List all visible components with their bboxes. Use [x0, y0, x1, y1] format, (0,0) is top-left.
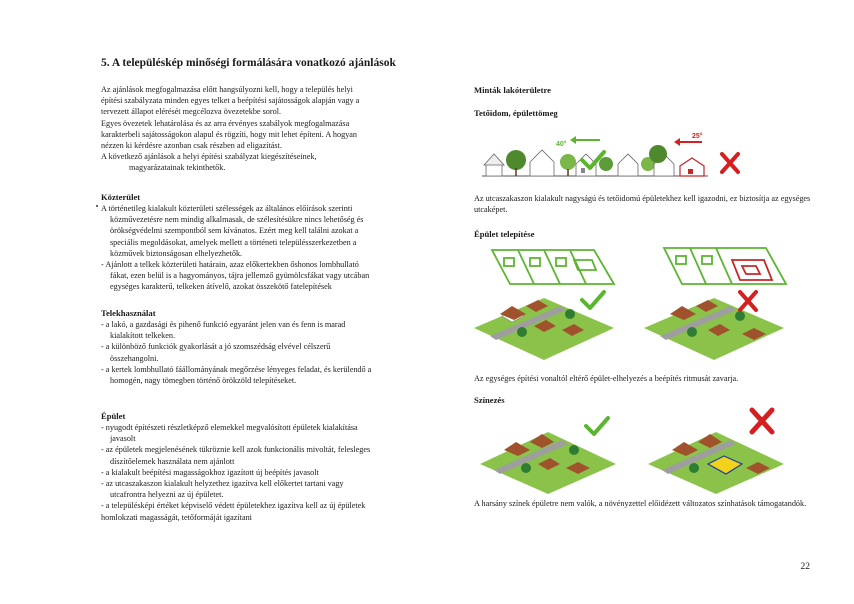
list-item: - nyugodt építészeti részletképző elemek… [101, 423, 358, 444]
list-item: A történetileg kialakult közterületi szé… [101, 204, 364, 258]
placement-illustration [474, 247, 788, 360]
roof-bad-street [614, 138, 708, 177]
cross-icon [738, 290, 758, 312]
plan-bad [662, 247, 788, 285]
section-title: Közterület [101, 192, 141, 202]
section-kozterulet: Közterület A történetileg kialakult közt… [101, 191, 451, 293]
roof-angle-bad: 25° [692, 132, 703, 140]
tree-icon [506, 150, 526, 170]
tree-icon [641, 157, 655, 171]
cross-icon [720, 152, 740, 174]
plan-good [490, 249, 616, 285]
section-telekhasznalat: Telekhasználat - a lakó, a gazdasági és … [101, 307, 451, 386]
tree-icon [560, 154, 576, 170]
check-icon [584, 416, 610, 436]
list-item: - Ajánlott a telkek közterületi határain… [101, 260, 370, 292]
tree-icon [649, 145, 667, 163]
cross-icon [749, 407, 775, 435]
color-good-3d [480, 432, 616, 494]
section-title: Épület [101, 411, 126, 421]
examples-title: Minták lakóterületre [474, 85, 551, 95]
check-icon [580, 290, 606, 310]
placement-caption: Az egységes építési vonaltól eltérő épül… [474, 374, 739, 383]
roof-title: Tetőidom, épülettömeg [474, 108, 558, 118]
color-title: Színezés [474, 395, 505, 405]
list-item: - az épületek megjelenésének tükröznie k… [101, 445, 371, 466]
bullet-dot [96, 205, 98, 207]
color-illustration [480, 407, 784, 494]
tree-icon [599, 157, 613, 171]
section-title: Telekhasználat [101, 308, 156, 318]
roof-angle-good: 40° [556, 140, 567, 148]
list-item: - a kialakult beépítési magasságokhoz ig… [101, 467, 319, 477]
list-item: - az utcaszakaszon kialakult helyzethez … [101, 479, 344, 500]
list-item: - a különböző funkciók gyakorlását a jó … [101, 342, 331, 363]
intro-paragraph: Az ajánlások megfogalmazása előtt hangsú… [101, 85, 360, 173]
page-heading: 5. A településkép minőségi formálására v… [101, 57, 396, 69]
color-caption: A harsány színek épületre nem valók, a n… [474, 499, 807, 508]
placement-title: Épület telepítése [474, 229, 535, 239]
color-bad-3d [648, 432, 784, 494]
list-item: - a lakó, a gazdasági és pihenő funkció … [101, 320, 346, 341]
roof-illustration: 40° 25° [482, 132, 740, 177]
section-epulet: Épület - nyugodt építészeti részletképző… [101, 410, 451, 523]
placement-bad-3d [644, 298, 784, 360]
check-icon [580, 150, 606, 170]
list-item: - a településképi értéket képviselő véde… [101, 501, 366, 522]
roof-good-street [482, 136, 618, 177]
placement-good-3d [474, 298, 614, 360]
page-number: 22 [800, 562, 811, 572]
roof-caption: Az utcaszakaszon kialakult nagyságú és t… [474, 194, 811, 215]
list-item: - a kertek lombhullató fáállományának me… [101, 364, 372, 386]
